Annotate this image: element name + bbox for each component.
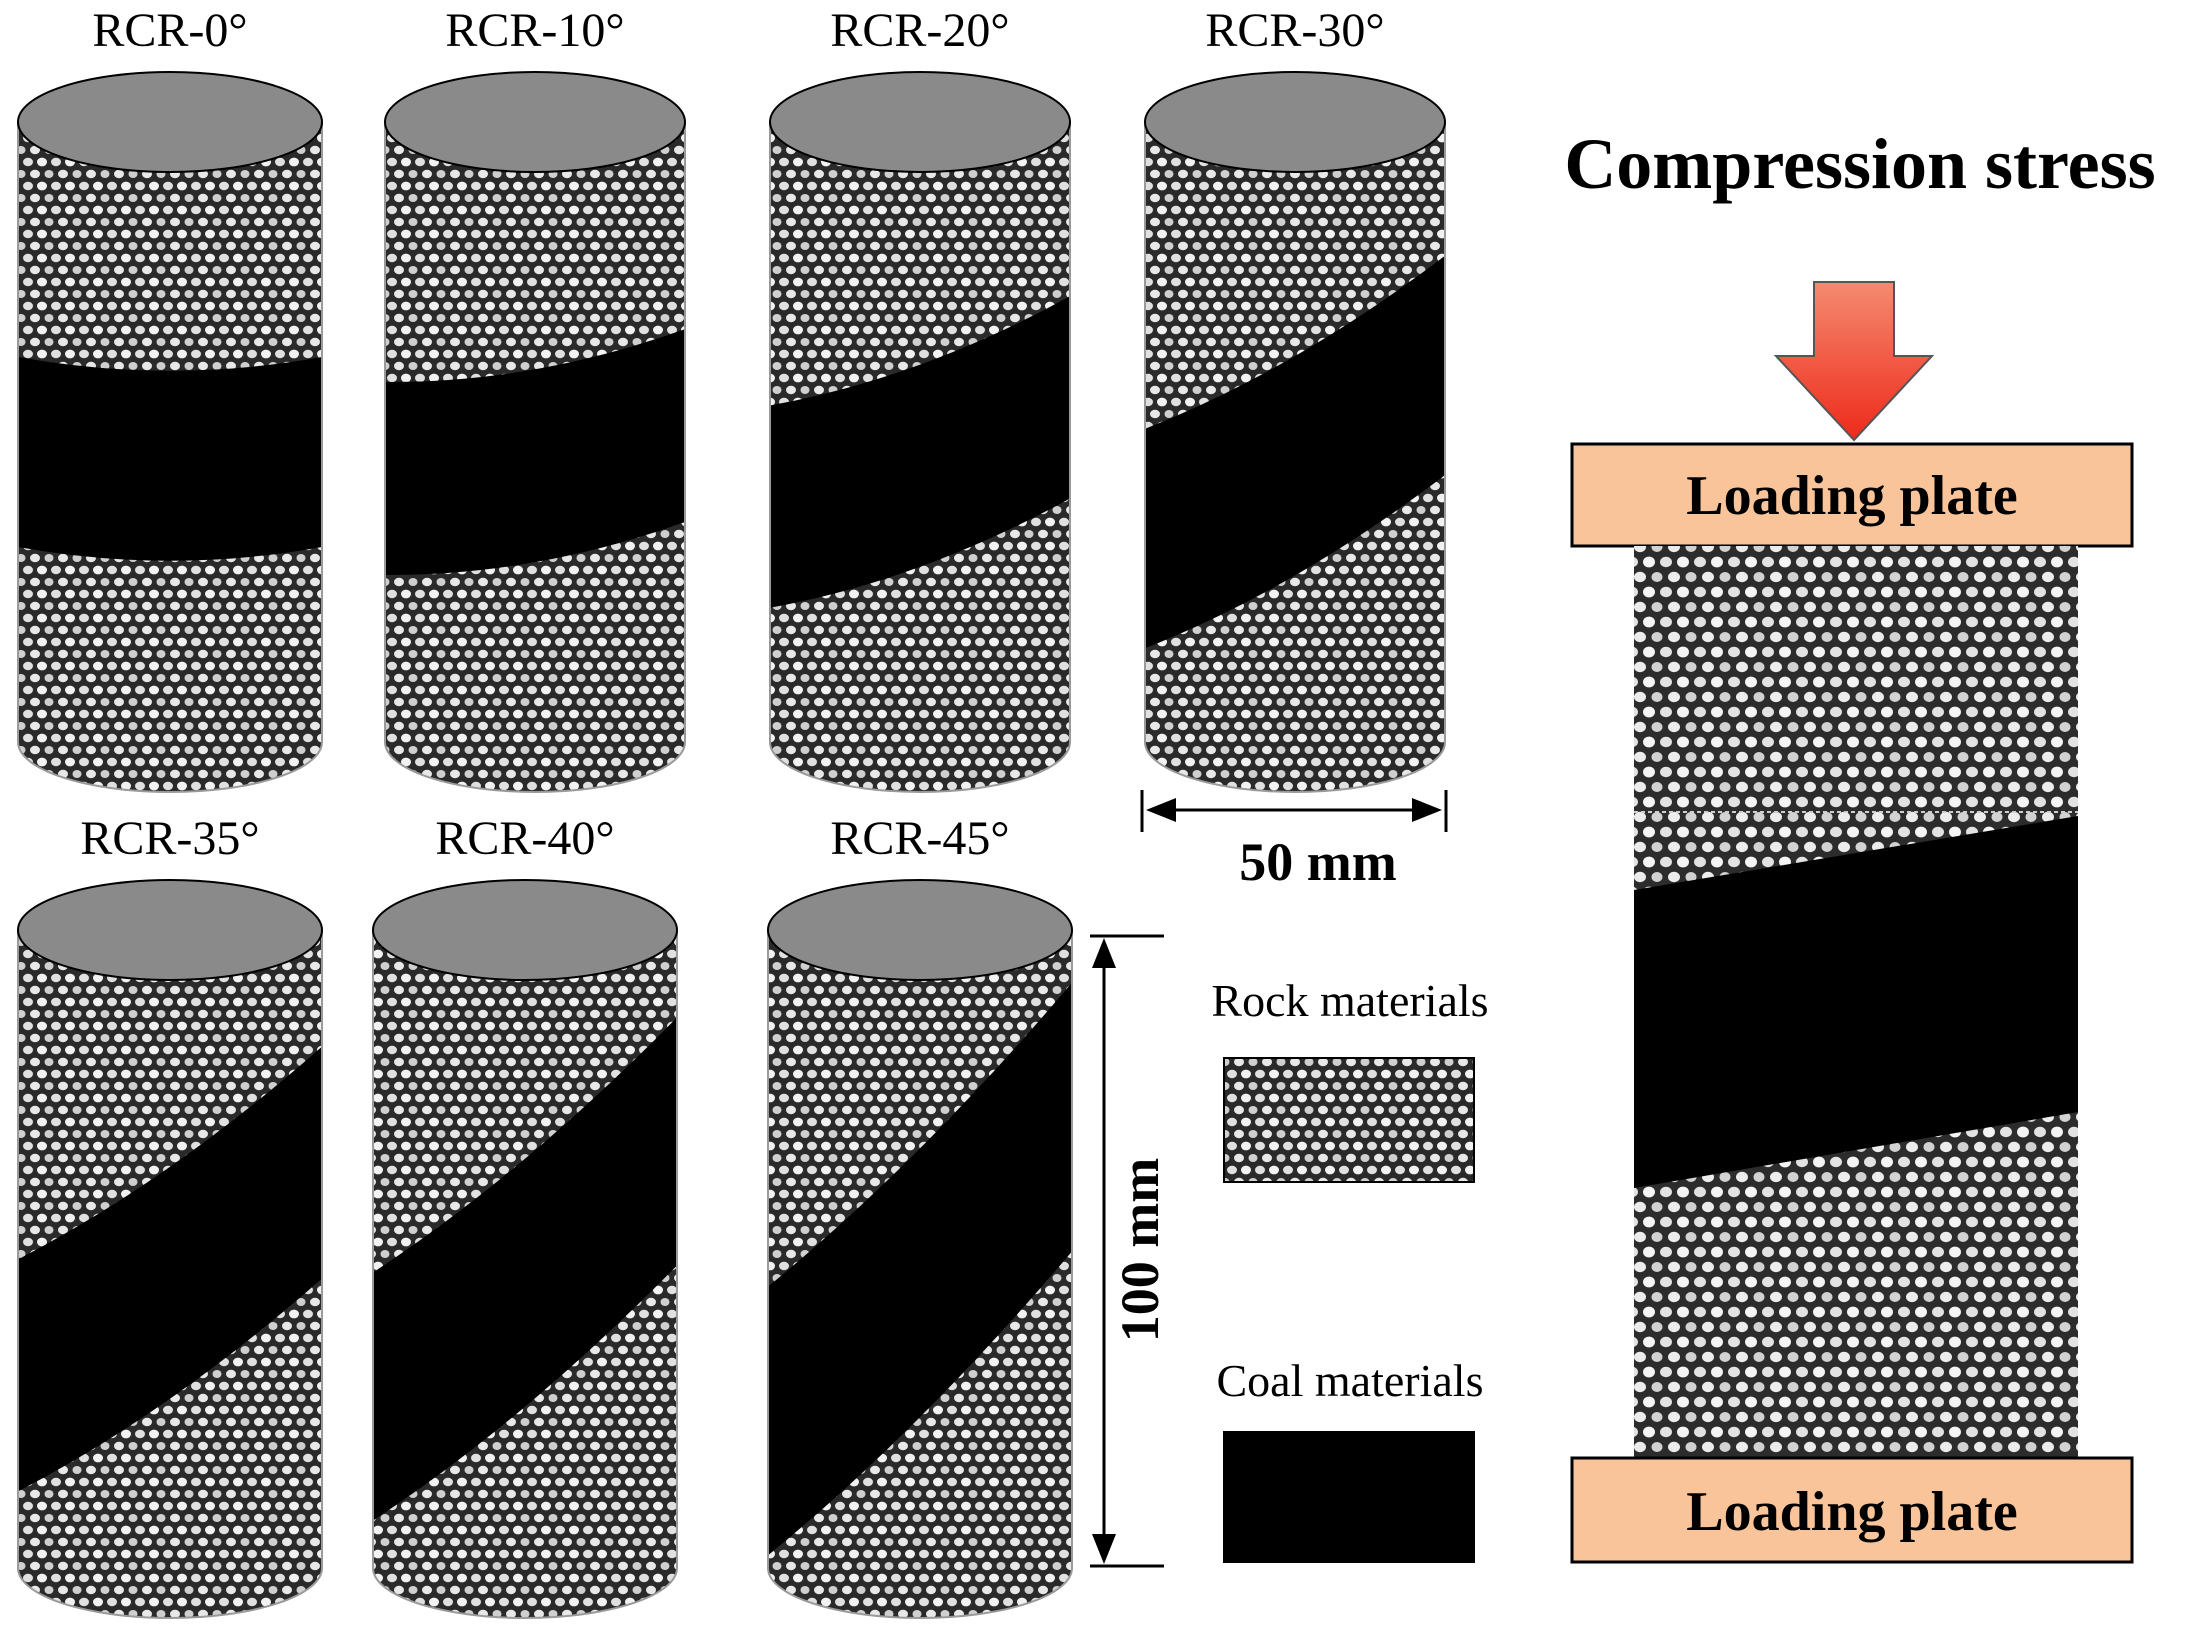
- coal-seam: [373, 1017, 677, 1521]
- compression-arrow-icon: [1773, 281, 1935, 442]
- cylinder-top-face: [17, 71, 323, 173]
- coal-seam: [18, 1046, 322, 1492]
- cylinder-outline: [17, 121, 323, 793]
- specimen-45: RCR-45°: [767, 812, 1073, 1619]
- coal-seam: [770, 296, 1070, 608]
- specimen-30: RCR-30°: [1144, 4, 1446, 793]
- cylinder-outline: [17, 929, 323, 1619]
- coal-seam: [768, 982, 1072, 1556]
- compression-stress-title: Compression stress: [1564, 124, 2155, 204]
- specimen-label: RCR-0°: [92, 4, 247, 57]
- width-dimension: 50 mm: [1140, 790, 1448, 892]
- cylinder-outline: [1144, 121, 1446, 793]
- specimen-label: RCR-45°: [830, 812, 1009, 865]
- cylinder-top-face: [769, 71, 1071, 173]
- cylinder-top-face: [372, 879, 678, 981]
- specimen-0: RCR-0°: [17, 4, 323, 793]
- coal-seam: [1145, 255, 1445, 649]
- coal-seam: [18, 357, 322, 561]
- width-dimension-label: 50 mm: [1239, 832, 1396, 892]
- cylinder-top-face: [767, 879, 1073, 981]
- cylinder-outline: [384, 121, 686, 793]
- cylinder-outline: [767, 929, 1073, 1619]
- loading-setup: Compression stress Loading plate Loading…: [1564, 124, 2156, 1564]
- legend: Rock materials Coal materials: [1211, 975, 1489, 1563]
- legend-rock-swatch: [1223, 1057, 1475, 1183]
- cylinder-outline: [372, 929, 678, 1619]
- legend-rock-label: Rock materials: [1211, 975, 1488, 1026]
- top-loading-plate-label: Loading plate: [1686, 465, 2017, 527]
- height-dimension: 100 mm: [1090, 934, 1170, 1568]
- cylinder-top-face: [1144, 71, 1446, 173]
- specimen-20: RCR-20°: [769, 4, 1071, 793]
- bottom-loading-plate-label: Loading plate: [1686, 1481, 2017, 1543]
- loaded-specimen-coal-seam: [1634, 816, 2078, 1188]
- legend-coal-swatch: [1223, 1431, 1475, 1563]
- cylinder-outline: [769, 121, 1071, 793]
- height-dimension-label: 100 mm: [1110, 1158, 1170, 1342]
- specimen-40: RCR-40°: [372, 812, 678, 1619]
- specimen-label: RCR-40°: [435, 812, 614, 865]
- bottom-loading-plate: [1570, 1456, 2134, 1564]
- coal-seam: [385, 329, 685, 575]
- legend-coal-label: Coal materials: [1217, 1355, 1484, 1406]
- top-loading-plate: [1570, 442, 2134, 548]
- specimen-label: RCR-30°: [1205, 4, 1384, 57]
- specimen-10: RCR-10°: [384, 4, 686, 793]
- cylinder-top-face: [384, 71, 686, 173]
- cylinder-top-face: [17, 879, 323, 981]
- specimen-label: RCR-20°: [830, 4, 1009, 57]
- specimen-35: RCR-35°: [17, 812, 323, 1619]
- specimen-label: RCR-35°: [80, 812, 259, 865]
- specimen-label: RCR-10°: [445, 4, 624, 57]
